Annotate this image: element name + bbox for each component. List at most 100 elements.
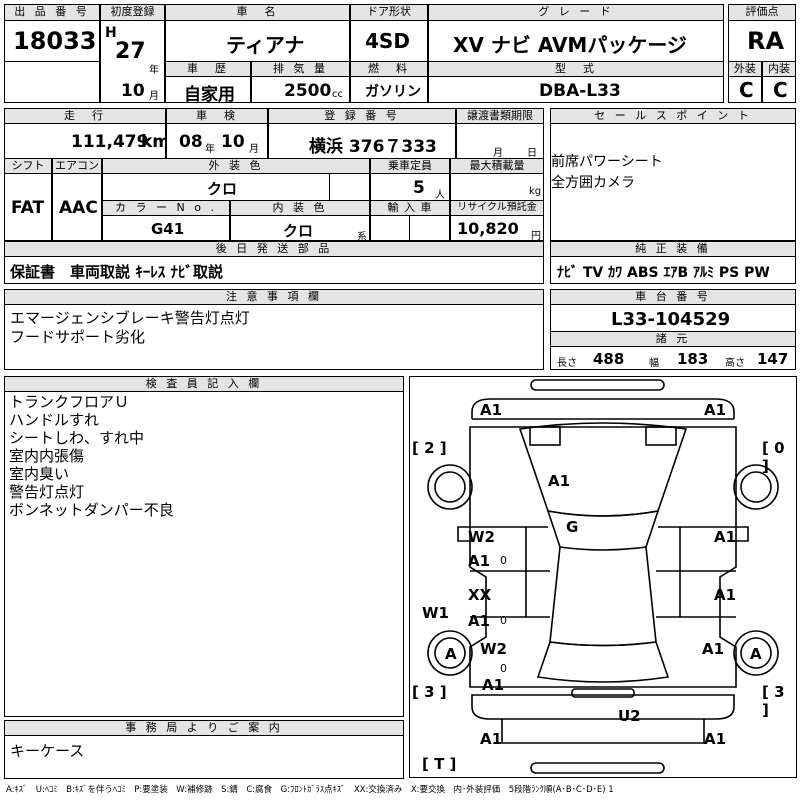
label-front-right: A1 — [704, 401, 727, 419]
label-lr-2: A1 — [482, 676, 505, 694]
label-rr-1: A1 — [702, 640, 725, 658]
ext-grade-box: C — [728, 76, 762, 103]
capacity-box: 5 人 — [370, 173, 450, 201]
mileage-box: 111,479 km — [4, 123, 170, 159]
reg-no: 横浜 376７333 — [309, 137, 437, 157]
first-reg-header: 初度登録 — [100, 4, 165, 21]
bracket-right-bottom: [ 3 ] — [762, 683, 785, 719]
office-note: キーケース — [10, 742, 85, 760]
insp-month-unit: 月 — [249, 144, 259, 155]
shift: FAT — [11, 198, 45, 218]
door-header: ドア形状 — [350, 4, 428, 21]
color-no-box: G41 — [102, 215, 230, 241]
inspection-box: 08 年 10 月 — [166, 123, 268, 159]
bracket-left-bottom: [ 3 ] — [412, 683, 447, 701]
specs-box: 長さ 488 幅 183 高さ 147 — [550, 346, 796, 370]
car-name-box: ティアナ — [165, 20, 350, 62]
damage-diagram: [ 2 ] [ 0 ] [ 3 ] [ 3 ] [ T ] A1 A1 A1 G… — [409, 376, 797, 778]
score-header: 評価点 — [728, 4, 796, 21]
import-header: 輸 入 車 — [370, 200, 450, 216]
shift-header: シフト — [4, 158, 52, 174]
era: H — [105, 25, 117, 41]
label-lf-zero: 0 — [500, 554, 507, 567]
label-ld-1: XX — [468, 586, 492, 604]
year: 27 — [115, 39, 146, 64]
history-box: 自家用 — [165, 76, 251, 105]
label-rd-1: A1 — [714, 586, 737, 604]
grade-header: グ レ ー ド — [428, 4, 724, 21]
label-lf-2: A1 — [468, 552, 491, 570]
score: RA — [747, 27, 785, 55]
width-label: 幅 — [649, 358, 659, 369]
score-box: RA — [728, 20, 796, 62]
inspector-box: トランクフロアＵ ハンドルすれ シートしわ、すれ中 室内内張傷 室内臭い 警告灯… — [4, 391, 404, 717]
label-lr-1: W2 — [480, 640, 507, 658]
label-windshield: G — [566, 518, 579, 536]
caution: エマージェンシブレーキ警告灯点灯 フードサポート劣化 — [10, 309, 250, 346]
label-rear-u: U2 — [618, 707, 641, 725]
insp-year-unit: 年 — [205, 144, 215, 155]
length-label: 長さ — [557, 358, 577, 369]
displacement-unit: cc — [332, 89, 343, 100]
shift-box: FAT — [4, 173, 52, 241]
recycle-header: リサイクル預託金 — [450, 200, 544, 216]
int-color-header: 内 装 色 — [230, 200, 370, 216]
sales-points-header: セ ー ル ス ポ イ ン ト — [550, 108, 796, 124]
int-color-unit: 系 — [357, 232, 367, 243]
fuel: ガソリン — [365, 84, 421, 100]
specs-header: 諸 元 — [550, 331, 796, 347]
insp-year: 08 — [179, 132, 203, 152]
chassis-box: L33-104529 — [550, 304, 796, 332]
caution-header: 注 意 事 項 欄 — [4, 289, 544, 305]
history: 自家用 — [184, 85, 235, 105]
max-load-header: 最大積載量 — [450, 158, 544, 174]
lot-no-lower — [4, 61, 100, 103]
genuine-box: ﾅﾋﾞ TV ｶﾜ ABS ｴｱB ｱﾙﾐ PS PW — [550, 256, 796, 284]
ext-color-box: クロ — [102, 173, 330, 201]
door: 4SD — [365, 29, 410, 53]
fuel-box: ガソリン — [350, 76, 428, 103]
model-code: DBA-L33 — [539, 81, 621, 101]
mileage-unit: km — [141, 132, 171, 152]
displacement-header: 排 気 量 — [251, 61, 350, 77]
lot-no-box: 18033 — [4, 20, 100, 62]
label-rear-right: A1 — [704, 730, 727, 748]
capacity: 5 — [413, 178, 425, 198]
height-label: 高さ — [725, 358, 745, 369]
office-box: キーケース — [4, 735, 404, 779]
transfer-month: 月 — [493, 148, 503, 159]
bracket-right-top: [ 0 ] — [762, 439, 785, 475]
capacity-unit: 人 — [435, 190, 445, 201]
ext-grade: C — [739, 78, 754, 102]
office-header: 事 務 局 よ り ご 案 内 — [4, 720, 404, 736]
int-color: クロ — [283, 222, 314, 240]
max-load-unit: kg — [529, 186, 542, 197]
first-reg-box: H 27 年 10 月 — [100, 20, 165, 103]
grade-box: XV ナビ AVMパッケージ — [428, 20, 724, 62]
car-name-header: 車 名 — [165, 4, 350, 21]
sales-points-box: 前席パワーシート 全方囲カメラ — [550, 123, 796, 241]
later-parts: 保証書 車両取説 ｷｰﾚｽ ﾅﾋﾞ取説 — [10, 263, 223, 281]
insp-month: 10 — [221, 132, 245, 152]
import-box — [370, 215, 410, 241]
bracket-left-top: [ 2 ] — [412, 439, 447, 457]
ac-header: エアコン — [52, 158, 102, 174]
transfer-box: 月 日 — [456, 123, 544, 159]
label-w1: W1 — [422, 604, 449, 622]
history-header: 車 歴 — [165, 61, 251, 77]
capacity-header: 乗車定員 — [370, 158, 450, 174]
mileage-header: 走 行 — [4, 108, 166, 124]
inspection-header: 車 検 — [166, 108, 268, 124]
fuel-header: 燃 料 — [350, 61, 428, 77]
label-ld-zero: 0 — [500, 614, 507, 627]
month: 10 — [121, 81, 145, 101]
int-color-box: クロ 系 — [230, 215, 370, 243]
model-code-header: 型 式 — [428, 61, 724, 77]
ext-color-extra — [329, 173, 370, 201]
recycle: 10,820 — [457, 219, 519, 238]
displacement-box: 2500 cc — [251, 76, 350, 103]
label-ld-2: A1 — [468, 612, 491, 630]
transfer-header: 譲渡書類期限 — [456, 108, 544, 124]
inspector-notes: トランクフロアＵ ハンドルすれ シートしわ、すれ中 室内内張傷 室内臭い 警告灯… — [9, 393, 174, 519]
month-unit: 月 — [149, 91, 159, 102]
